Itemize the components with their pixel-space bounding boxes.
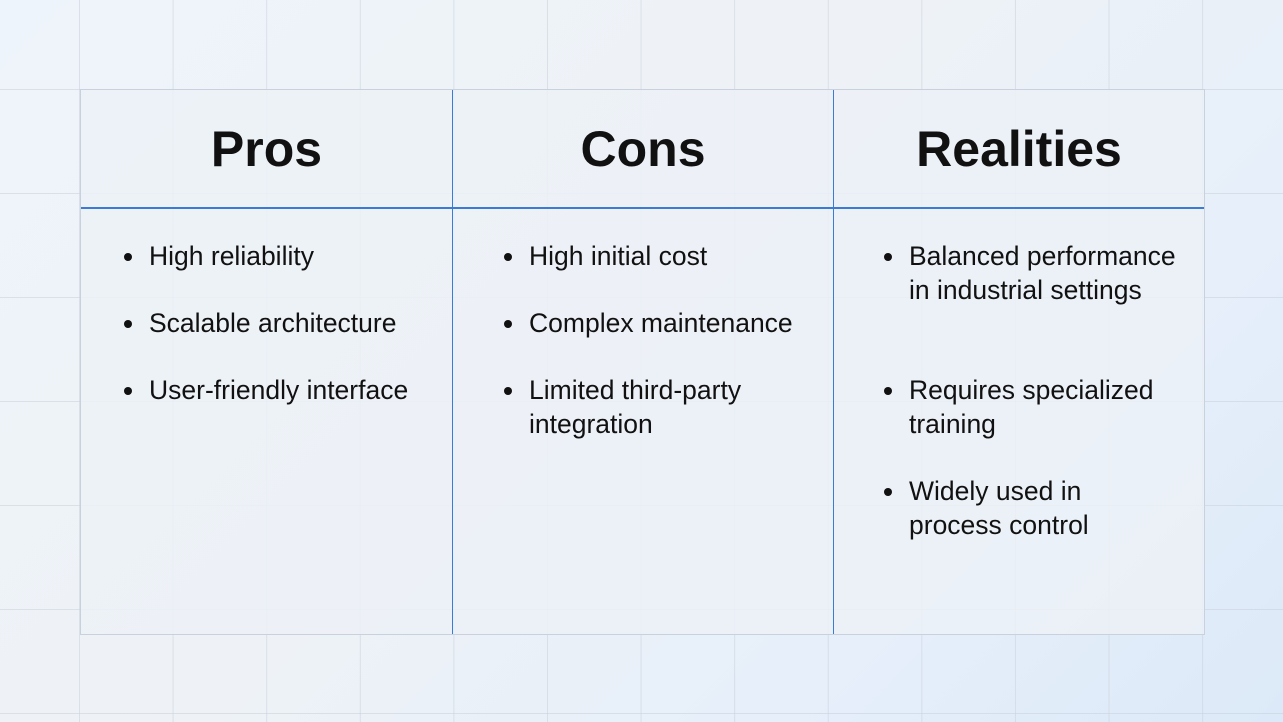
header-cons: Cons [452,90,833,209]
header-realities: Realities [833,90,1204,209]
list-item: High initial cost [501,239,793,273]
list-item: Complex maintenance [501,306,793,340]
cons-cell: High initial cost Complex maintenance Li… [452,209,833,634]
list-item: High reliability [121,239,452,273]
pros-cell: High reliability Scalable architecture U… [81,209,452,634]
list-item: Widely used in process control [881,474,1109,542]
list-item: Limited third-party integration [501,373,749,441]
list-item: Scalable architecture [121,306,452,340]
list-item: Balanced performance in industrial setti… [881,239,1186,307]
list-item: Requires specialized training [881,373,1186,441]
comparison-table: Pros Cons Realities High reliability Sca… [80,89,1205,635]
list-item: User-friendly interface [121,373,452,407]
header-pros: Pros [81,90,452,209]
realities-cell: Balanced performance in industrial setti… [833,209,1204,634]
